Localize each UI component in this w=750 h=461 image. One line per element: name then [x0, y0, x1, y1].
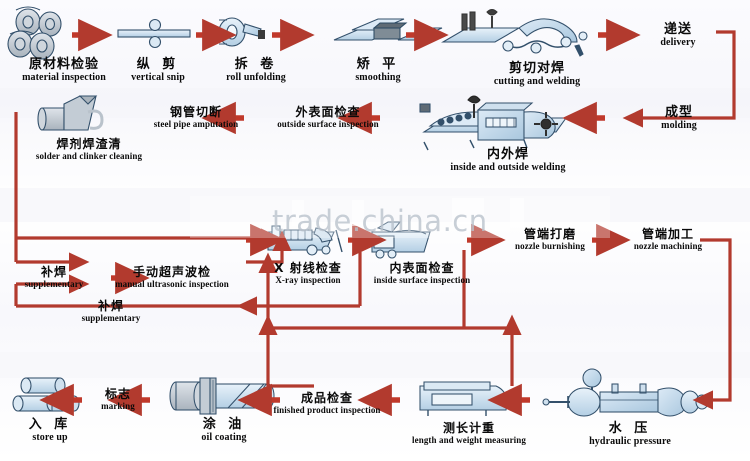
connector-line	[14, 30, 736, 410]
node-label-cn: 递送	[663, 22, 692, 37]
node-hydraulic-pressure: 水 压 hydraulic pressure	[570, 421, 690, 448]
node-label-cn: 标志	[104, 387, 131, 401]
node-marking: 标志 marking	[86, 388, 150, 412]
node-label-en: marking	[101, 400, 135, 411]
shear-welder-icon	[441, 8, 588, 57]
watermark-haze	[352, 200, 364, 226]
flow-arrow	[39, 18, 641, 417]
node-x-ray-inspection: X 射线检查 X-ray inspection	[256, 262, 360, 286]
node-label-cn: 补焊	[40, 265, 67, 279]
node-label-en: manual ultrasonic inspection	[115, 278, 229, 289]
node-label-cn: 矫 平	[356, 57, 400, 72]
node-label-cn: 成品检查	[300, 391, 353, 405]
node-solder-and-clinker-cleaning: 焊剂焊渣清 solder and clinker cleaning	[6, 138, 172, 162]
node-label-en: material inspection	[22, 72, 106, 84]
node-smoothing: 矫 平 smoothing	[330, 57, 426, 84]
node-label-cn: 纵 剪	[136, 57, 180, 72]
node-label-cn: 成型	[664, 105, 693, 120]
hydro-tester-icon	[542, 368, 709, 417]
node-length-and-weight-measuring: 测长计重 length and weight measuring	[398, 422, 540, 446]
node-label-en: supplementary	[81, 312, 141, 323]
node-label-cn: 涂 油	[202, 417, 246, 432]
watermark-haze	[510, 198, 524, 228]
node-delivery: 递送 delivery	[640, 22, 716, 49]
slitting-line-icon	[117, 18, 191, 49]
node-label-en: vertical snip	[131, 72, 185, 84]
connector-machining-to-hydraulic	[692, 238, 732, 410]
node-label-en: oil coating	[201, 432, 247, 444]
node-label-cn: 拆 卷	[234, 57, 278, 72]
node-outside-surface-inspection: 外表面检查 outside surface inspection	[262, 106, 394, 130]
node-vertical-snip: 纵 剪 vertical snip	[104, 57, 212, 84]
stored-pipes-icon	[12, 377, 80, 412]
node-label-en: molding	[661, 120, 697, 132]
node-supplementary-lower: 补焊 supplementary	[62, 300, 160, 324]
node-label-cn: 管端打磨	[523, 227, 576, 241]
node-nozzle-machining: 管端加工 nozzle machining	[616, 228, 720, 252]
node-manual-ultrasonic-inspection: 手动超声波检 manual ultrasonic inspection	[98, 266, 246, 290]
watermark-haze	[452, 198, 484, 224]
node-label-cn: 原材料检验	[28, 57, 99, 72]
watermark-haze	[292, 200, 304, 226]
node-label-en: length and weight measuring	[412, 434, 526, 445]
node-label-en: cutting and welding	[493, 76, 581, 88]
node-label-cn: 钢管切断	[169, 105, 222, 119]
node-label-en: store up	[32, 432, 68, 444]
node-label-cn: 剪切对焊	[508, 61, 565, 76]
node-label-cn: 水 压	[608, 421, 652, 436]
node-label-cn: 焊剂焊渣清	[56, 137, 122, 151]
node-cutting-and-welding: 剪切对焊 cutting and welding	[466, 61, 608, 88]
oil-coating-pipe-icon	[169, 377, 275, 415]
node-label-en: supplementary	[24, 278, 84, 289]
node-label-en: delivery	[660, 37, 696, 49]
node-label-cn: X 射线检查	[274, 261, 342, 275]
connector-ultrasonic-to-xray	[246, 230, 292, 264]
node-label-cn: 内外焊	[486, 147, 529, 162]
node-label-cn: 内表面检查	[389, 261, 455, 275]
node-label-en: smoothing	[355, 72, 401, 84]
node-label-en: inside and outside welding	[450, 162, 566, 174]
welding-machine-icon	[419, 95, 568, 151]
node-label-en: nozzle machining	[633, 240, 703, 251]
node-material-inspection: 原材料检验 material inspection	[0, 57, 128, 84]
node-supplementary-upper: 补焊 supplementary	[12, 266, 96, 290]
node-label-en: steel pipe amputation	[153, 118, 239, 129]
xray-machine-icon	[267, 225, 343, 256]
node-label-cn: 测长计重	[442, 421, 495, 435]
node-steel-pipe-amputation: 钢管切断 steel pipe amputation	[140, 106, 252, 130]
node-label-cn: 入 库	[28, 417, 72, 432]
node-label-cn: 外表面检查	[295, 105, 361, 119]
node-oil-coating: 涂 油 oil coating	[178, 417, 270, 444]
node-label-cn: 手动超声波检	[132, 265, 211, 279]
node-label-cn: 补焊	[97, 299, 124, 313]
node-label-en: inside surface inspection	[373, 274, 471, 285]
node-molding: 成型 molding	[642, 105, 716, 132]
node-store-up: 入 库 store up	[4, 417, 96, 444]
background-band	[0, 188, 750, 222]
node-finished-product-inspection: 成品检查 finished product inspection	[262, 392, 392, 416]
coil-stack-icon	[7, 6, 62, 60]
node-label-en: nozzle burnishing	[515, 240, 585, 251]
node-roll-unfolding: 拆 卷 roll unfolding	[204, 57, 308, 84]
node-label-en: outside surface inspection	[277, 118, 379, 129]
node-label-en: X-ray inspection	[275, 274, 341, 285]
node-nozzle-burnishing: 管端打磨 nozzle burnishing	[498, 228, 602, 252]
leveller-icon	[333, 18, 443, 41]
watermark-text: trade.china.cn	[272, 204, 488, 238]
background-band	[0, 352, 750, 378]
node-label-cn: 管端加工	[641, 227, 694, 241]
inside-scope-icon	[365, 221, 431, 259]
node-label-en: hydraulic pressure	[589, 436, 671, 448]
node-label-en: finished product inspection	[273, 404, 381, 415]
node-inside-surface-inspection: 内表面检查 inside surface inspection	[356, 262, 488, 286]
node-inside-and-outside-welding: 内外焊 inside and outside welding	[420, 147, 596, 174]
node-label-en: roll unfolding	[226, 72, 286, 84]
weigh-scale-icon	[419, 381, 508, 416]
uncoiler-icon	[218, 17, 265, 47]
node-label-en: solder and clinker cleaning	[35, 150, 143, 161]
cleaning-nozzle-icon	[37, 95, 104, 131]
